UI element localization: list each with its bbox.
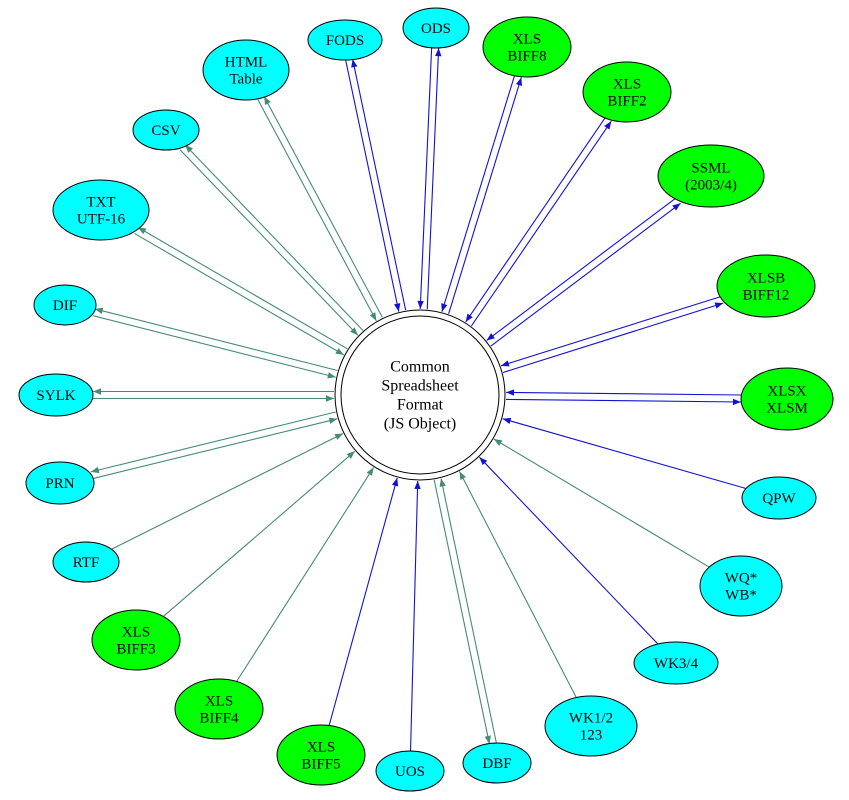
format-node-label-csv: CSV [151,123,180,139]
edge-xlsb-biff12 [500,295,724,374]
format-node-label-qpw: QPW [762,491,796,507]
edge-txt-utf-16 [134,226,348,356]
edge-sylk [93,388,334,402]
format-node-ods: ODS [402,7,470,49]
format-node-label-fods: FODS [326,33,364,49]
format-node-wq-wb: WQ*WB* [699,555,783,617]
edge-xls-biff5 [328,477,399,726]
format-node-dbf: DBF [462,742,532,784]
edge-fods [345,59,407,312]
edge-rtf [111,432,344,550]
format-node-rtf: RTF [52,541,120,583]
edge-uos [409,480,421,752]
format-node-label-ssml-2003-4: SSML(2003/4) [685,161,737,194]
edge-ssml-2003-4 [486,197,681,347]
edge-xlsx-xlsm [505,389,742,406]
format-node-prn: PRN [25,461,95,505]
edge-xls-biff8 [441,75,523,314]
edge-wk3-4 [479,456,659,645]
format-node-label-dbf: DBF [482,756,511,772]
format-node-fods: FODS [307,19,383,61]
format-node-label-sylk: SYLK [36,388,75,404]
format-node-wk3-4: WK3/4 [633,641,719,685]
format-node-uos: UOS [375,750,445,792]
format-node-label-uos: UOS [395,764,425,780]
edge-qpw [502,417,747,490]
edge-xls-biff4 [236,467,375,682]
edge-csv [179,144,364,336]
edge-xls-biff2 [465,116,612,327]
edge-prn [90,411,338,480]
format-node-label-wk3-4: WK3/4 [654,656,699,672]
format-node-label-wq-wb: WQ*WB* [725,571,758,604]
format-node-sylk: SYLK [18,373,94,417]
edge-dif [92,307,338,379]
format-node-csv: CSV [132,109,200,151]
format-node-label-ods: ODS [421,21,451,37]
format-node-dif: DIF [33,284,97,326]
edge-html-table [257,96,383,322]
format-node-label-dif: DIF [53,298,77,314]
edge-xls-biff3 [162,450,356,617]
format-node-qpw: QPW [741,476,817,520]
format-node-label-prn: PRN [45,476,74,492]
edge-ods [417,47,442,310]
format-node-ssml-2003-4: SSML(2003/4) [657,144,765,208]
edge-wq-wb [493,438,710,568]
edge-dbf [433,478,497,744]
format-node-label-rtf: RTF [73,555,100,571]
edge-wk1-2-123 [458,471,577,698]
